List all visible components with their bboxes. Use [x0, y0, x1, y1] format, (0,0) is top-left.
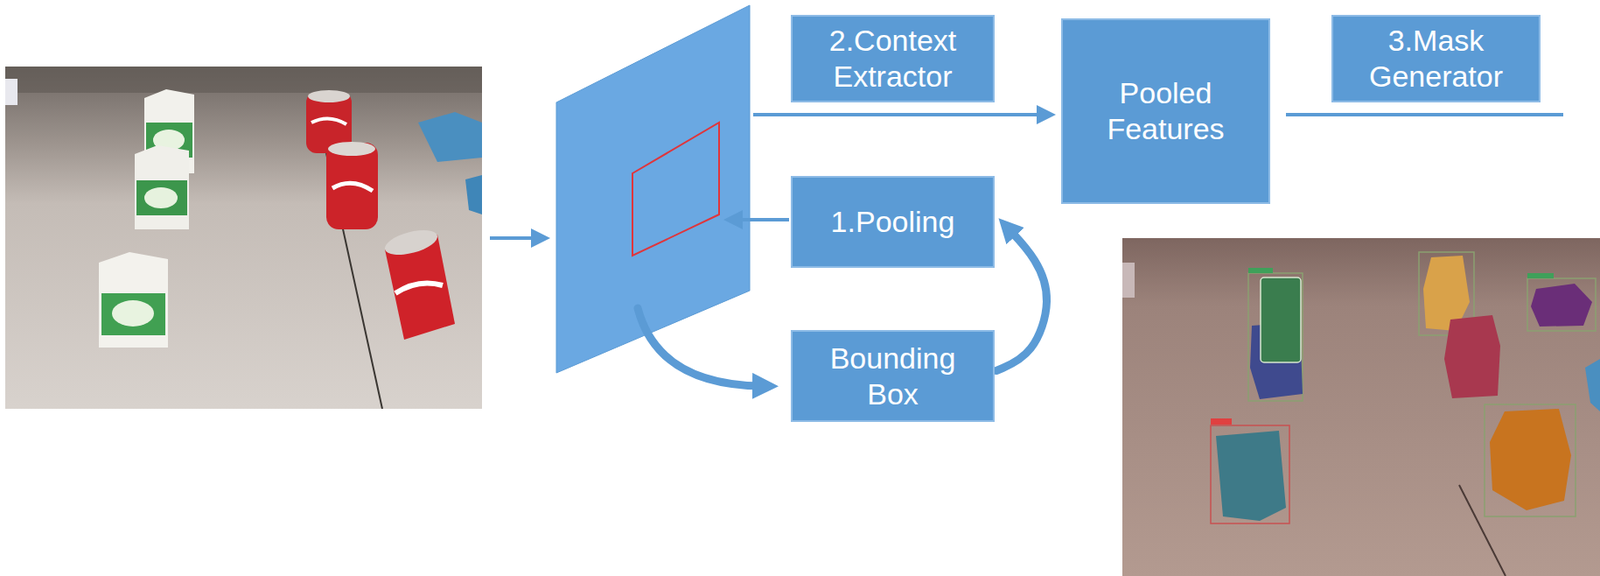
detection-box	[1248, 272, 1303, 401]
instance-mask	[1215, 430, 1286, 521]
milk-carton	[98, 251, 168, 348]
can-top	[307, 90, 350, 103]
input-photo	[5, 66, 483, 409]
photo-ground	[1122, 237, 1600, 576]
carton-body	[134, 145, 189, 230]
detection-box	[1484, 404, 1576, 517]
process-box: 2.Context Extractor	[790, 14, 995, 103]
feature-map-plane	[556, 5, 750, 373]
instance-mask	[1444, 314, 1501, 399]
cola-can	[382, 224, 455, 340]
can-logo	[395, 282, 443, 294]
instance-mask	[1260, 277, 1301, 363]
detection-box	[1210, 425, 1290, 524]
carton-logo	[144, 187, 178, 209]
tag-mark	[1527, 272, 1554, 279]
carton-label	[136, 180, 188, 216]
can-top	[328, 141, 376, 156]
can-logo	[311, 118, 347, 125]
process-box: Pooled Features	[1061, 18, 1271, 204]
blue-object	[1585, 358, 1600, 412]
can-body	[326, 142, 378, 230]
input-arrow	[489, 236, 541, 240]
tag-mark	[1210, 418, 1232, 425]
curved-arrow	[637, 307, 763, 386]
can-top	[382, 224, 441, 259]
detection-box	[1527, 278, 1596, 331]
box-label: Bounding Box	[813, 340, 972, 413]
table-seam	[1459, 484, 1506, 576]
process-box: 3.Mask Generator	[1331, 14, 1541, 103]
carton-logo	[111, 300, 154, 327]
carton-body	[98, 251, 168, 348]
instance-mask	[1530, 283, 1593, 327]
instance-mask	[1489, 408, 1572, 511]
process-box: Bounding Box	[790, 329, 995, 422]
photo-wall	[5, 66, 483, 93]
can-logo	[332, 182, 373, 191]
photo-object	[1122, 262, 1135, 298]
roi-rectangle	[632, 122, 720, 256]
pooling-arrow	[733, 217, 790, 222]
cola-can	[326, 141, 378, 230]
box-label: 2.Context Extractor	[813, 22, 972, 95]
carton-label	[101, 293, 166, 336]
tag-mark	[1248, 267, 1273, 273]
box-label: 3.Mask Generator	[1354, 22, 1518, 95]
box-label: Pooled Features	[1083, 75, 1248, 147]
process-box: 1.Pooling	[790, 175, 995, 268]
milk-carton	[134, 145, 189, 230]
photo-ground	[5, 66, 483, 409]
output-photo	[1122, 237, 1600, 576]
context-arrow	[753, 112, 1047, 117]
blue-object	[465, 174, 483, 215]
curved-arrow	[996, 229, 1048, 371]
box-label: 1.Pooling	[831, 203, 956, 240]
photo-object	[5, 78, 18, 105]
mask-line	[1285, 112, 1564, 117]
blue-object	[418, 111, 483, 162]
